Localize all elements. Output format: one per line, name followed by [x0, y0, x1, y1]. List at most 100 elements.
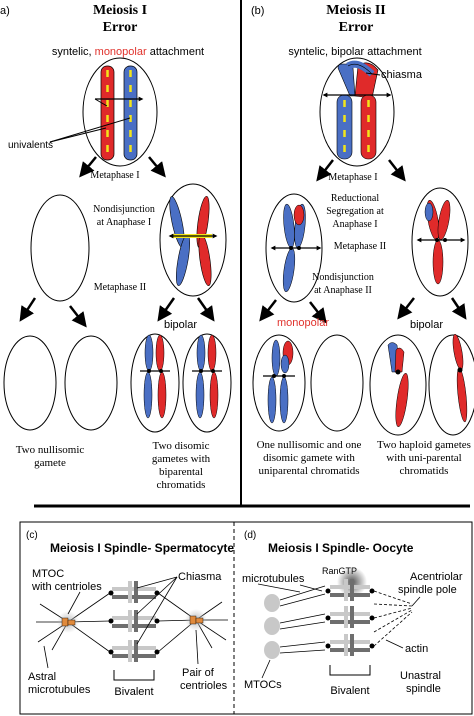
cell-disomic-a-2: [182, 333, 232, 433]
chiasma-pointer-c-2: [136, 576, 178, 615]
panel-b-reductional-line2: Segregation at: [326, 206, 384, 217]
panel-c-letter: (c): [26, 530, 38, 541]
cell-nullisomic-a-1: [3, 335, 57, 431]
arrow-b-right-1: [397, 297, 415, 320]
acentriolar-pointer: [411, 596, 421, 607]
panel-b: (b) Meiosis II Error syntelic, bipolar a…: [251, 3, 474, 477]
mtoc-label-line2: with centrioles: [31, 581, 102, 593]
arrow-a-right-2: [196, 297, 215, 322]
mtoc-pointer: [67, 591, 81, 615]
panel-a-right-outcome-line4: chromatids: [157, 479, 206, 491]
panel-b-left-outcome-line2: disomic gamete with: [263, 452, 355, 464]
panel-a: a) Meiosis I Error syntelic, monopolar a…: [0, 3, 232, 491]
arrow-b-right-2: [450, 297, 467, 320]
cell-disomic-b: [252, 334, 306, 432]
arrow-b-left-1: [259, 299, 277, 322]
actin-dashed-lines: [373, 590, 413, 647]
univalents-label: univalents: [8, 140, 53, 151]
mtoc-d-1: [264, 594, 280, 612]
mtocs-pointer: [261, 659, 271, 679]
cell-nullisomic-a-2: [64, 335, 118, 431]
chromosome-pair-blue-a: [169, 196, 190, 286]
astral-label-line2: microtubules: [28, 684, 91, 696]
chiasma-label-b: chiasma: [381, 69, 423, 81]
cell-disomic-a-1: [130, 333, 180, 433]
panel-b-bipolar-label: bipolar: [410, 319, 443, 331]
panel-b-title-line1: Meiosis II: [326, 3, 386, 18]
panel-b-metaphase-1-label: Metaphase I: [328, 172, 377, 183]
chromatids-haploid-b-2: [452, 334, 468, 423]
panel-a-nondisjunction-line1: Nondisjunction: [93, 204, 155, 215]
cell-metaphase-1-b: [319, 57, 395, 167]
acentriolar-label-line2: spindle pole: [398, 584, 457, 596]
bivalent-bracket-c: [113, 670, 155, 681]
univalent-red: [100, 65, 115, 161]
panel-d-title: Meiosis I Spindle- Oocyte: [268, 541, 414, 555]
acentriolar-label-line1: Acentriolar: [410, 571, 463, 583]
panel-b-reductional-line3: Anaphase I: [332, 219, 377, 230]
cell-haploid-b-1: [369, 334, 427, 436]
chiasma-pointer-c-1: [136, 576, 178, 589]
panel-a-nondisjunction-line2: at Anaphase I: [97, 217, 151, 228]
arrow-b-down-right: [388, 159, 406, 182]
cell-anaphase-2-right-b: [411, 187, 469, 297]
arrow-a-down-left: [79, 156, 97, 178]
panel-b-nondisjunction-line1: Nondisjunction: [312, 272, 374, 283]
bivalent-b: [336, 60, 379, 160]
mtoc-label-line1: MTOC: [32, 568, 64, 580]
panel-a-metaphase-1-label: Metaphase I: [90, 170, 139, 181]
panel-a-metaphase-2-label: Metaphase II: [94, 282, 146, 293]
arrow-b-left-2: [309, 301, 327, 324]
univalents-pointer-2: [49, 117, 131, 143]
panel-b-left-outcome-line3: uniparental chromatids: [258, 465, 359, 477]
arrow-a-left-2: [69, 305, 87, 328]
chromatids-disomic-b: [263, 339, 295, 424]
chromatids-disomic-a-2: [192, 334, 222, 419]
panel-a-letter: a): [0, 5, 10, 17]
panel-b-left-outcome-line1: One nullisomic and one: [257, 439, 362, 451]
panel-a-title-line1: Meiosis I: [93, 3, 147, 18]
chiasma-label-c: Chiasma: [178, 571, 222, 583]
univalent-blue: [123, 65, 138, 161]
cell-anaphase-1-a: [159, 183, 227, 297]
astral-pointer: [43, 645, 49, 669]
panel-b-monopolar-label: monopolar: [277, 317, 329, 329]
cell-nullisomic-b: [310, 334, 364, 432]
chromatids-disomic-a-1: [140, 334, 170, 419]
chromosome-mid-left-b: [270, 203, 322, 293]
panel-a-title-line2: Error: [103, 20, 138, 35]
panel-a-attachment-label: syntelic, monopolar attachment: [52, 46, 204, 58]
pair-label-line2: centrioles: [180, 680, 228, 692]
bivalent-label-d: Bivalent: [330, 685, 369, 697]
centrosome-right: [185, 609, 207, 631]
panel-b-attachment-label: syntelic, bipolar attachment: [288, 46, 421, 58]
panel-c-title: Meiosis I Spindle- Spermatocyte: [50, 541, 234, 555]
arrow-a-right-1: [157, 297, 176, 322]
panel-a-right-outcome-line3: biparental: [159, 466, 203, 478]
panel-a-bipolar-label: bipolar: [164, 319, 197, 331]
panel-b-metaphase-2-label: Metaphase II: [334, 241, 386, 252]
bivalent-d-3: [325, 634, 375, 656]
panel-b-title-line2: Error: [339, 20, 374, 35]
bivalent-bracket-d: [329, 665, 371, 676]
monopolar-highlight: monopolar: [95, 46, 147, 58]
microtubules-pointer-d: [299, 584, 323, 592]
panel-b-letter: (b): [251, 5, 264, 17]
unastral-label-line1: Unastral: [400, 670, 441, 682]
bivalent-c-1: [108, 581, 160, 603]
arrow-b-down-left: [316, 159, 334, 182]
actin-pointer: [385, 639, 404, 649]
bivalent-label-c: Bivalent: [114, 686, 153, 698]
chromosome-pair-red-a: [196, 195, 212, 287]
astral-label-line1: Astral: [28, 671, 56, 683]
mtoc-d-2: [264, 617, 280, 635]
panel-d: (d) Meiosis I Spindle- Oocyte microtubul…: [242, 530, 463, 697]
spindle-line-a-top: [94, 98, 108, 107]
cell-metaphase-1-a: [82, 57, 158, 167]
cell-empty-a: [30, 194, 90, 302]
pair-pointer: [195, 629, 199, 665]
panel-d-letter: (d): [244, 530, 256, 541]
spindle-microtubules-d: [257, 583, 326, 654]
microtubules-label-d: microtubules: [242, 573, 305, 585]
panel-b-right-outcome-line3: chromatids: [400, 465, 449, 477]
